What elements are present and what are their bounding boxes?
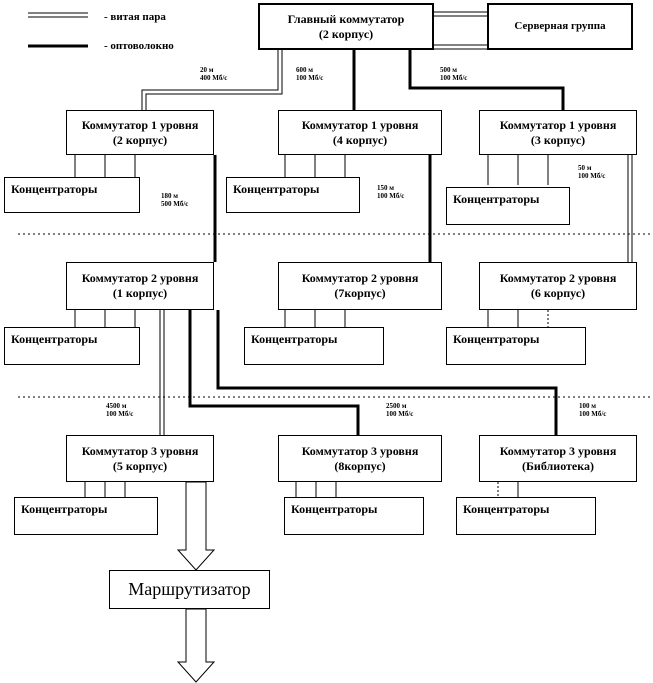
main-switch: Главный коммутатор (2 корпус) (258, 3, 434, 50)
switch-location: (Библиотека) (522, 458, 594, 473)
switch-name: Коммутатор 3 уровня (499, 443, 617, 458)
link-length: 2500 м (386, 402, 407, 410)
link-label-l2a-l3b: 2500 м 100 Мб/с (386, 402, 413, 418)
hub-group: Концентраторы (4, 177, 140, 213)
link-speed: 500 Мб/с (161, 200, 189, 208)
link-speed: 400 Мб/с (200, 74, 228, 82)
switch-location: (2 корпус) (112, 132, 168, 147)
switch-l2-c: Коммутатор 2 уровня (6 корпус) (479, 262, 637, 310)
link-speed: 100 Мб/с (386, 410, 414, 418)
switch-name: Коммутатор 1 уровня (499, 117, 617, 132)
main-switch-location: (2 корпус) (318, 26, 374, 41)
link-speed: 100 Мб/с (440, 74, 468, 82)
switch-name: Коммутатор 3 уровня (81, 443, 199, 458)
link-length: 180 м (161, 192, 179, 200)
link-length: 20 м (200, 66, 214, 74)
switch-name: Коммутатор 1 уровня (301, 117, 419, 132)
switch-l1-a: Коммутатор 1 уровня (2 корпус) (66, 110, 214, 155)
server-group: Серверная группа (487, 3, 633, 50)
legend-twisted-pair: - витая пара (104, 11, 166, 23)
switch-name: Коммутатор 3 уровня (301, 443, 419, 458)
switch-l1-c: Коммутатор 1 уровня (3 корпус) (479, 110, 637, 155)
link-length: 150 м (377, 184, 395, 192)
hub-group: Концентраторы (284, 497, 424, 535)
hub-group: Концентраторы (456, 497, 596, 535)
link-label-l1a-l2a: 180 м 500 Мб/с (161, 192, 188, 208)
link-speed: 100 Мб/с (106, 410, 134, 418)
link-l2a-l3c (216, 310, 558, 435)
switch-location: (6 корпус) (530, 286, 586, 300)
link-length: 50 м (578, 164, 592, 172)
legend-fiber: - оптоволокно (104, 40, 174, 52)
hub-group: Концентраторы (244, 327, 384, 365)
hub-group: Концентраторы (14, 497, 158, 535)
link-main-l1c (408, 50, 565, 110)
link-label-l1b-l2b: 150 м 100 Мб/с (377, 184, 404, 200)
switch-name: Коммутатор 2 уровня (499, 271, 617, 285)
arrow-down-icon (176, 481, 216, 571)
link-length: 4500 м (106, 402, 127, 410)
link-label-l2a-l3c: 100 м 100 Мб/с (579, 402, 606, 418)
link-speed: 100 Мб/с (578, 172, 606, 180)
hub-group: Концентраторы (446, 327, 586, 365)
switch-location: (5 корпус) (112, 458, 168, 473)
link-speed: 100 Мб/с (377, 192, 405, 200)
switch-l2-b: Коммутатор 2 уровня (7корпус) (278, 262, 442, 310)
switch-location: (3 корпус) (530, 132, 586, 147)
switch-location: (7корпус) (334, 286, 386, 300)
hub-group: Концентраторы (226, 177, 360, 213)
switch-l3-b: Коммутатор 3 уровня (8корпус) (278, 435, 442, 482)
link-length: 100 м (579, 402, 597, 410)
switch-location: (1 корпус) (112, 286, 168, 300)
switch-name: Коммутатор 2 уровня (81, 271, 199, 285)
switch-location: (4 корпус) (332, 132, 388, 147)
switch-l3-c: Коммутатор 3 уровня (Библиотека) (479, 435, 637, 482)
switch-name: Коммутатор 2 уровня (301, 271, 419, 285)
link-label-l1c-l2c: 50 м 100 Мб/с (578, 164, 605, 180)
link-l1c-l2c (627, 155, 633, 262)
link-label-main-l1b: 600 м 100 Мб/с (296, 66, 323, 82)
main-server-link (434, 11, 487, 50)
link-speed: 100 Мб/с (579, 410, 607, 418)
main-switch-name: Главный коммутатор (287, 11, 405, 26)
switch-l3-a: Коммутатор 3 уровня (5 корпус) (66, 435, 214, 482)
hub-group: Концентраторы (446, 187, 570, 225)
link-length: 600 м (296, 66, 314, 74)
hub-links-l1 (74, 155, 549, 185)
link-main-l1a (141, 50, 283, 110)
link-speed: 100 Мб/с (296, 74, 324, 82)
link-label-main-l1a: 20 м 400 Мб/с (200, 66, 227, 82)
arrow-down-icon (176, 608, 216, 683)
link-label-main-l1c: 500 м 100 Мб/с (440, 66, 467, 82)
link-label-l2a-l3a: 4500 м 100 Мб/с (106, 402, 133, 418)
link-l2a-l3a (159, 310, 165, 435)
switch-l1-b: Коммутатор 1 уровня (4 корпус) (278, 110, 442, 155)
switch-location: (8корпус) (334, 458, 386, 473)
link-l2a-l3b (188, 310, 360, 435)
router: Маршрутизатор (109, 570, 270, 609)
switch-name: Коммутатор 1 уровня (81, 117, 199, 132)
hub-group: Концентраторы (4, 327, 140, 365)
legend-twisted-pair-line (28, 12, 88, 18)
link-length: 500 м (440, 66, 458, 74)
switch-l2-a: Коммутатор 2 уровня (1 корпус) (66, 262, 214, 310)
